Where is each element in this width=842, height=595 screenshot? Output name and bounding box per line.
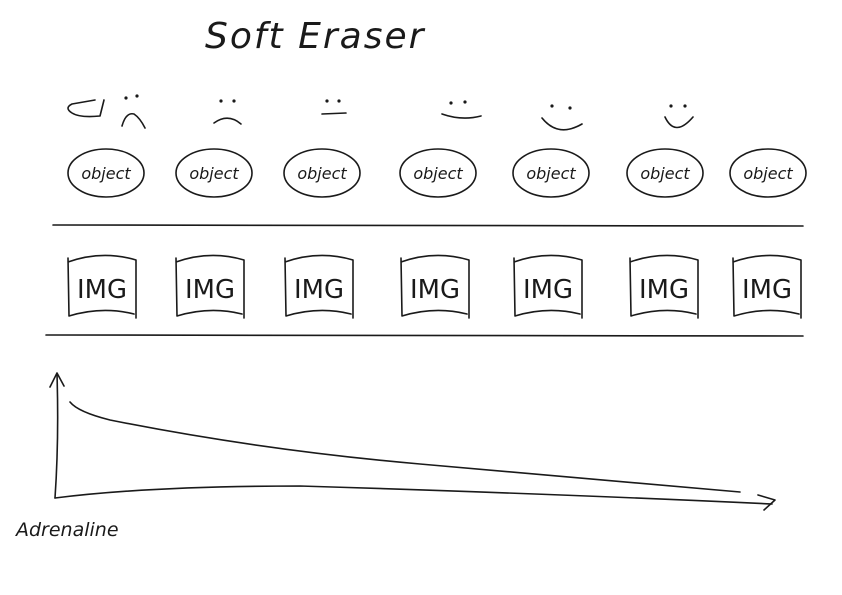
object-bubble: object	[512, 148, 590, 198]
adrenaline-curve	[69, 401, 741, 493]
object-bubble: object	[67, 148, 145, 198]
brow-arm-stroke	[67, 99, 105, 118]
object-label: object	[743, 164, 793, 183]
object-outline	[283, 148, 361, 198]
image-frame-outline	[284, 254, 354, 319]
object-label: object	[297, 164, 347, 183]
face-slight-smile	[441, 100, 482, 119]
image-label: IMG	[742, 275, 792, 305]
image-frame-outline	[629, 254, 699, 319]
axis-label-adrenaline: Adrenaline	[14, 519, 119, 541]
frown-mouth	[121, 112, 146, 129]
x-axis-arrowhead	[757, 494, 776, 511]
slight-smile-mouth	[441, 113, 482, 119]
face-neutral	[321, 99, 347, 115]
object-bubble: object	[175, 148, 253, 198]
face-happy	[664, 104, 694, 129]
object-outline	[175, 148, 253, 198]
eye-right	[683, 104, 687, 108]
eye-left	[325, 99, 329, 103]
y-axis-arrowhead	[49, 372, 65, 388]
image-frame-outline	[400, 254, 470, 319]
face-sad	[213, 99, 242, 125]
face-very-sad	[67, 94, 146, 129]
eye-left	[219, 99, 223, 103]
image-frame: IMG	[400, 254, 470, 319]
object-bubble: object	[283, 148, 361, 198]
neutral-mouth	[321, 112, 347, 115]
objects-row: object object object object object object obje…	[67, 148, 807, 198]
image-frame-outline	[67, 254, 137, 319]
object-label: object	[81, 164, 131, 183]
image-label: IMG	[523, 275, 573, 305]
image-frame-outline	[513, 254, 583, 319]
sad-mouth	[213, 117, 242, 125]
y-axis	[54, 373, 59, 499]
object-outline	[67, 148, 145, 198]
object-outline	[729, 148, 807, 198]
image-frame: IMG	[175, 254, 245, 319]
eye-right	[232, 99, 236, 103]
x-axis	[54, 485, 773, 505]
happy-mouth	[664, 116, 694, 129]
image-frame: IMG	[513, 254, 583, 319]
object-outline	[626, 148, 704, 198]
object-outline	[512, 148, 590, 198]
object-label: object	[640, 164, 690, 183]
image-label: IMG	[185, 275, 235, 305]
diagram-title: Soft Eraser	[205, 16, 426, 57]
image-label: IMG	[77, 275, 127, 305]
image-frame: IMG	[629, 254, 699, 319]
eye-right	[463, 100, 467, 104]
smile-mouth	[541, 117, 583, 131]
object-bubble: object	[729, 148, 807, 198]
image-frame: IMG	[67, 254, 137, 319]
image-frame: IMG	[284, 254, 354, 319]
image-frame: IMG	[732, 254, 802, 319]
images-row: IMG IMG IMG IMG IMG IMG IMG	[67, 254, 802, 319]
eye-left	[449, 101, 453, 105]
image-frame-outline	[732, 254, 802, 319]
image-label: IMG	[639, 275, 689, 305]
face-smile	[541, 104, 583, 131]
eye-right	[135, 94, 139, 98]
object-outline	[399, 148, 477, 198]
divider-top	[52, 224, 804, 227]
object-bubble: object	[399, 148, 477, 198]
image-label: IMG	[410, 275, 460, 305]
eye-left	[124, 96, 128, 100]
image-label: IMG	[294, 275, 344, 305]
object-label: object	[189, 164, 239, 183]
eye-left	[550, 104, 554, 108]
eye-left	[669, 104, 673, 108]
object-label: object	[526, 164, 576, 183]
eye-right	[337, 99, 341, 103]
adrenaline-graph: Adrenaline	[14, 372, 776, 541]
eye-right	[568, 106, 572, 110]
divider-bottom	[45, 334, 804, 337]
object-bubble: object	[626, 148, 704, 198]
faces-row	[67, 94, 694, 131]
object-label: object	[413, 164, 463, 183]
image-frame-outline	[175, 254, 245, 319]
